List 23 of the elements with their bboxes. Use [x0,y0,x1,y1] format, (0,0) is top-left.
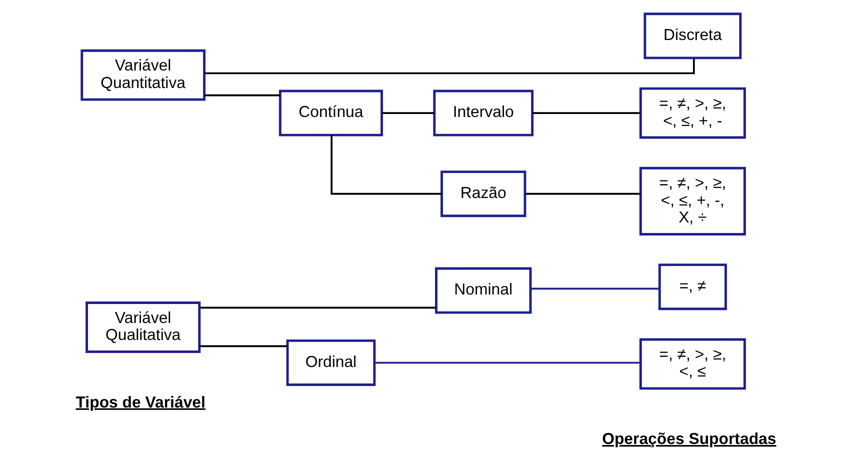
label: Tipos de Variável [76,394,206,411]
connector [532,112,641,114]
connector [204,94,280,96]
node-box: Nominal [435,266,532,314]
node-box: =, ≠ [658,263,727,310]
label: Operações Suportadas [602,430,776,448]
node-box: =, ≠, >, ≥, <, ≤ [639,338,746,390]
connector [382,112,434,114]
node-box: Contínua [278,89,383,136]
node-box: Razão [440,170,526,217]
connector [525,192,640,194]
node-box: Discreta [644,12,742,59]
node-box: =, ≠, >, ≥, <, ≤, +, -, X, ÷ [639,166,746,235]
node-box: Variável Qualitativa [86,301,201,352]
node-box: Intervalo [433,89,534,136]
connector [199,344,288,347]
connector [374,361,640,364]
connector [330,134,442,194]
node-box: =, ≠, >, ≥, <, ≤, +, - [639,86,746,138]
node-box: Ordinal [286,338,376,386]
connector [530,287,660,290]
node-box: Variável Quantitativa [80,48,206,100]
connector [200,306,436,308]
